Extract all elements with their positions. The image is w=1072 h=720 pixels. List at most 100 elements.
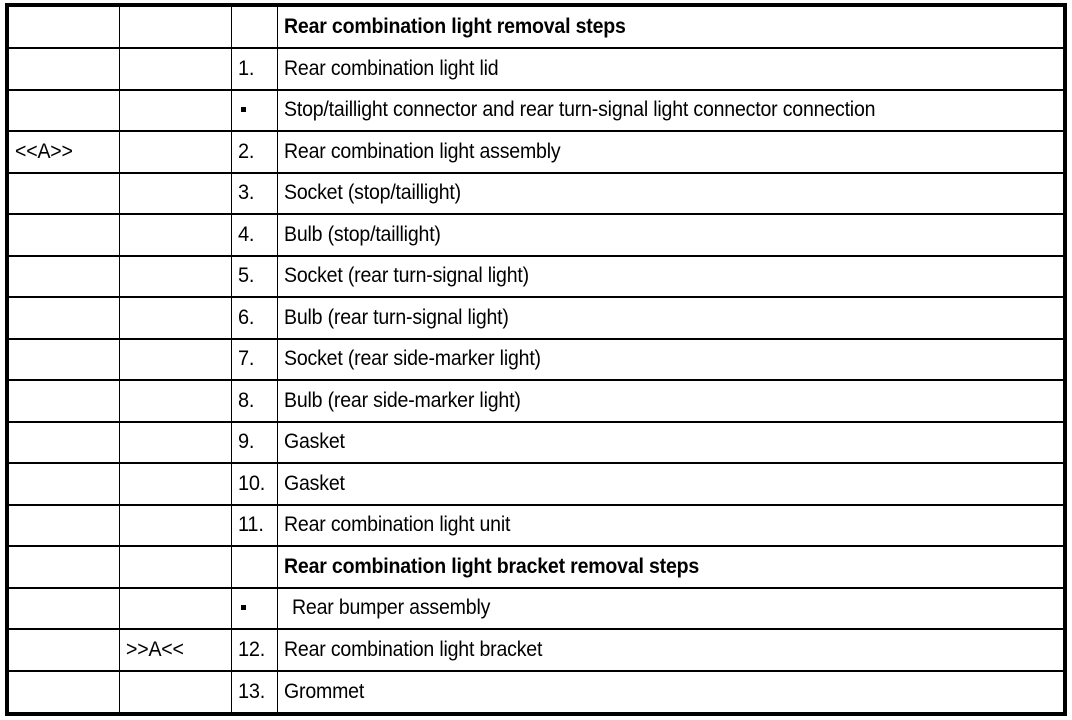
cell-mark-a	[6, 545, 120, 589]
cell-mark-b	[118, 47, 232, 91]
step-number-label: 10.	[237, 471, 265, 495]
cell-step-number	[230, 88, 278, 133]
cell-mark-a	[6, 628, 120, 672]
step-number-label: 2.	[237, 139, 254, 163]
step-number-label: 13.	[237, 679, 265, 703]
step-number-label: 11.	[237, 513, 264, 537]
part-description-label: Socket (rear turn-signal light)	[283, 264, 529, 288]
cell-step-number: 5.	[230, 254, 278, 299]
bullet-icon	[240, 107, 246, 113]
cell-mark-b	[118, 379, 232, 423]
cell-part-description: Gasket	[276, 462, 1066, 506]
cell-step-number: 10.	[230, 462, 278, 506]
table-row: Rear combination light bracket removal s…	[6, 545, 1066, 589]
cell-mark-a	[6, 3, 120, 50]
step-number-label: 4.	[237, 222, 254, 246]
cell-mark-a	[6, 171, 120, 216]
cell-mark-a	[6, 379, 120, 423]
cell-step-number: 9.	[230, 420, 278, 465]
cell-part-description: Socket (rear turn-signal light)	[276, 254, 1066, 299]
part-description-label: Bulb (stop/taillight)	[283, 222, 441, 246]
cell-mark-b	[118, 296, 232, 340]
cell-mark-a	[6, 503, 120, 548]
part-description-label: Rear combination light bracket	[283, 637, 542, 661]
part-description-label: Rear bumper assembly	[291, 596, 490, 620]
section-heading-label: Rear combination light removal steps	[283, 15, 626, 39]
table-row: 6. Bulb (rear turn-signal light)	[6, 296, 1066, 340]
cell-mark-b	[118, 420, 232, 465]
parts-removal-steps-table: Rear combination light removal steps 1. Re…	[5, 3, 1067, 716]
cell-step-number: 8.	[230, 379, 278, 423]
table-row: 4. Bulb (stop/taillight)	[6, 213, 1066, 257]
table-row: 7.Socket (rear side-marker light)	[6, 337, 1066, 382]
cell-part-description: Rear bumper assembly	[276, 586, 1066, 631]
cell-step-number: 13.	[230, 669, 278, 716]
cell-part-description: Socket (rear side-marker light)	[276, 337, 1066, 382]
step-number-label: 8.	[237, 388, 254, 412]
assembly-mark-open: <<A>>	[15, 139, 73, 163]
part-description-label: Rear combination light lid	[283, 56, 499, 80]
cell-section-heading: Rear combination light removal steps	[276, 3, 1066, 50]
cell-mark-b	[118, 503, 232, 548]
cell-mark-a	[6, 254, 120, 299]
assembly-mark-close: >>A<<	[125, 637, 184, 661]
cell-part-description: Grommet	[276, 669, 1066, 716]
cell-step-number: 7.	[230, 337, 278, 382]
cell-mark-b	[118, 254, 232, 299]
table-row: Stop/taillight connector and rear turn-s…	[6, 88, 1066, 133]
cell-step-number	[230, 545, 278, 589]
part-description-label: Bulb (rear turn-signal light)	[283, 305, 509, 329]
cell-mark-b	[118, 462, 232, 506]
cell-mark-b	[118, 88, 232, 133]
cell-mark-a	[6, 337, 120, 382]
step-number-label: 1.	[237, 56, 254, 80]
table-row: 3.Socket (stop/taillight)	[6, 171, 1066, 216]
cell-mark-b	[118, 337, 232, 382]
table-row: 10. Gasket	[6, 462, 1066, 506]
table-row: 8. Bulb (rear side-marker light)	[6, 379, 1066, 423]
cell-part-description: Rear combination light lid	[276, 47, 1066, 91]
table-row: 9. Gasket	[6, 420, 1066, 465]
cell-step-number: 2.	[230, 130, 278, 174]
cell-step-number	[230, 3, 278, 50]
cell-step-number: 11.	[230, 503, 278, 548]
cell-part-description: Rear combination light bracket	[276, 628, 1066, 672]
cell-mark-b	[118, 130, 232, 174]
cell-mark-a	[6, 296, 120, 340]
cell-mark-a	[6, 47, 120, 91]
cell-step-number: 4.	[230, 213, 278, 257]
cell-part-description: Rear combination light assembly	[276, 130, 1066, 174]
table-row: 1. Rear combination light lid	[6, 47, 1066, 91]
table-row: >>A<< 12. Rear combination light bracket	[6, 628, 1066, 672]
cell-mark-b	[118, 545, 232, 589]
cell-mark-b	[118, 213, 232, 257]
step-number-label: 12.	[237, 637, 265, 661]
cell-part-description: Rear combination light unit	[276, 503, 1066, 548]
table-row: 11. Rear combination light unit	[6, 503, 1066, 548]
part-description-label: Stop/taillight connector and rear turn-s…	[283, 98, 876, 122]
cell-section-heading: Rear combination light bracket removal s…	[276, 545, 1066, 589]
table-body: Rear combination light removal steps 1. Re…	[6, 3, 1066, 716]
cell-step-number	[230, 586, 278, 631]
part-description-label: Socket (stop/taillight)	[283, 181, 461, 205]
part-description-label: Rear combination light assembly	[283, 139, 561, 163]
cell-mark-b	[118, 669, 232, 716]
step-number-label: 5.	[237, 264, 254, 288]
step-number-label: 9.	[237, 430, 254, 454]
part-description-label: Gasket	[283, 430, 345, 454]
part-description-label: Bulb (rear side-marker light)	[283, 388, 521, 412]
table-row: <<A>> 2. Rear combination light assembly	[6, 130, 1066, 174]
section-heading-label: Rear combination light bracket removal s…	[283, 554, 699, 578]
cell-mark-a	[6, 420, 120, 465]
cell-part-description: Bulb (stop/taillight)	[276, 213, 1066, 257]
cell-step-number: 3.	[230, 171, 278, 216]
cell-mark-a: <<A>>	[6, 130, 120, 174]
cell-step-number: 6.	[230, 296, 278, 340]
part-description-label: Rear combination light unit	[283, 513, 510, 537]
step-number-label: 6.	[237, 305, 254, 329]
table-row: Rear combination light removal steps	[6, 3, 1066, 50]
table-row: Rear bumper assembly	[6, 586, 1066, 631]
cell-part-description: Bulb (rear turn-signal light)	[276, 296, 1066, 340]
cell-step-number: 12.	[230, 628, 278, 672]
cell-mark-a	[6, 462, 120, 506]
